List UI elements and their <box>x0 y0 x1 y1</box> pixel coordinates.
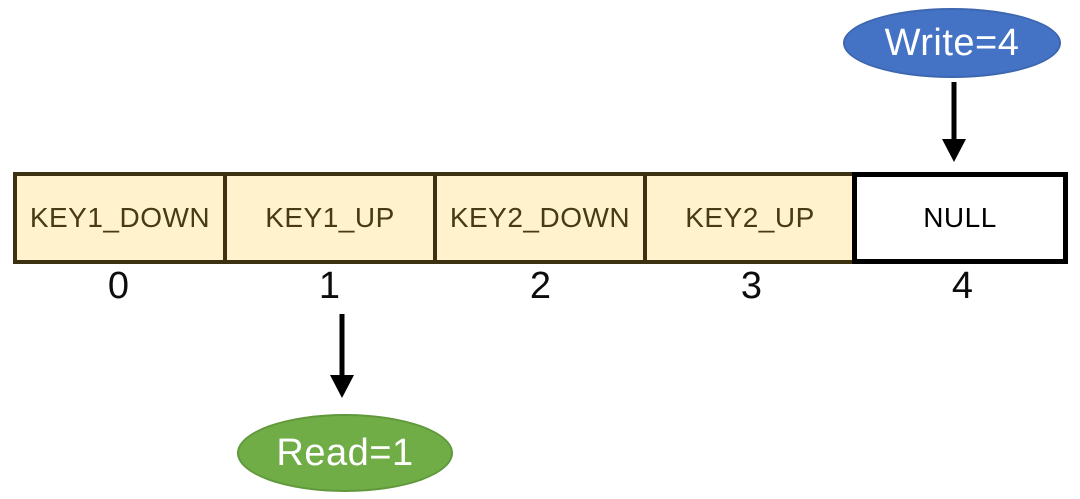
read-arrow-down-icon <box>330 314 354 398</box>
buffer-cell-null: NULL <box>852 172 1068 264</box>
buffer-cell: KEY1_DOWN <box>13 172 227 264</box>
buffer-cell: KEY2_UP <box>643 172 857 264</box>
index-row: 0 1 2 3 4 <box>13 263 1068 309</box>
index-label: 1 <box>318 265 341 307</box>
buffer-cell-label: KEY1_UP <box>265 202 395 233</box>
buffer-cell-label: KEY2_UP <box>685 202 815 233</box>
write-arrow-down-icon <box>942 82 966 162</box>
buffer-cell-label: KEY1_DOWN <box>29 202 211 233</box>
write-pointer-label: Write=4 <box>884 21 1020 64</box>
buffer-row: KEY1_DOWN KEY1_UP KEY2_DOWN KEY2_UP NULL <box>13 172 1068 264</box>
buffer-cell: KEY2_DOWN <box>433 172 647 264</box>
index-label: 0 <box>107 265 130 307</box>
buffer-cell-label: KEY2_DOWN <box>449 202 631 233</box>
read-pointer-ellipse: Read=1 <box>237 414 453 492</box>
index-label: 4 <box>951 265 974 307</box>
read-pointer-label: Read=1 <box>276 431 414 474</box>
index-label: 2 <box>529 265 552 307</box>
buffer-cell-label: NULL <box>923 202 997 233</box>
index-label: 3 <box>740 265 763 307</box>
write-pointer-ellipse: Write=4 <box>843 8 1061 78</box>
buffer-cell: KEY1_UP <box>223 172 437 264</box>
